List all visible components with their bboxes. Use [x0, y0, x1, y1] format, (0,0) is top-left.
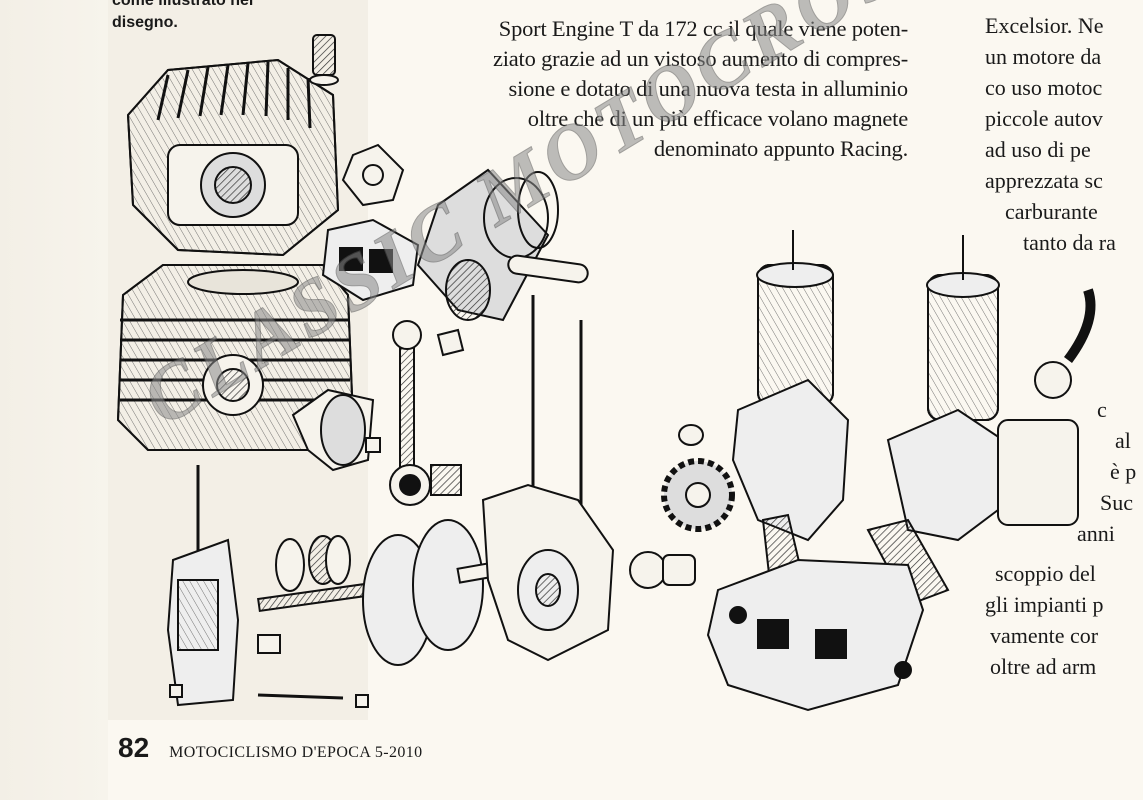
- carburettor-right: [866, 235, 1096, 607]
- right-column-line: vamente cor: [990, 623, 1099, 648]
- right-column-line: co uso motoc: [985, 75, 1103, 100]
- cylinder-barrel: [116, 264, 355, 451]
- right-column-line: un motore da: [985, 44, 1102, 69]
- carburettor-left: [731, 230, 850, 612]
- connecting-rod: [389, 320, 465, 506]
- intro-line-5: denominato appunto Racing.: [653, 136, 908, 161]
- right-column-line: Excelsior. Ne: [985, 13, 1104, 38]
- intro-line-1: Sport Engine T da 172 cc il quale viene …: [498, 16, 908, 41]
- spark-plug: [309, 34, 339, 86]
- magazine-title: MOTOCICLISMO D'EPOCA 5-2010: [169, 744, 423, 761]
- right-column-line: oltre ad arm: [990, 654, 1097, 679]
- crankshaft: [257, 519, 570, 666]
- right-column-line: gli impianti p: [985, 592, 1104, 617]
- piston-pin: [507, 254, 589, 284]
- dual-manifold-flange: [706, 558, 925, 712]
- piston: [416, 168, 559, 322]
- right-column-line: è p: [1110, 459, 1137, 484]
- right-column-line: al: [1115, 428, 1131, 453]
- right-column-line: ad uso di pe: [985, 137, 1091, 162]
- intake-funnel: [291, 388, 375, 472]
- intro-line-3: sione e dotato di una nuova testa in all…: [508, 76, 909, 101]
- intro-line-2: ziato grazie ad un vistoso aumento di co…: [492, 46, 908, 71]
- cylinder-head: [126, 58, 340, 257]
- main-bearings: [275, 535, 667, 592]
- cylinder-studs: [196, 295, 583, 700]
- right-column-line: Suc: [1100, 490, 1133, 515]
- gasket: [341, 143, 405, 207]
- right-column-line: c: [1097, 397, 1107, 422]
- right-column-text: Excelsior. Ne un motore da co uso motoc pic…: [985, 10, 1143, 710]
- intake-flange: [321, 218, 420, 302]
- small-nuts: [169, 437, 696, 708]
- page-number: 82: [118, 732, 150, 763]
- right-column-line: piccole autov: [985, 106, 1103, 131]
- engine-exploded-drawing: [116, 34, 1096, 712]
- figure-caption: come illustrato nel disegno.: [112, 0, 322, 34]
- right-column-line: tanto da ra: [1023, 230, 1116, 255]
- right-column-line: apprezzata sc: [985, 168, 1103, 193]
- caption-line-1: come illustrato nel: [112, 0, 254, 9]
- crankcase-right: [481, 483, 615, 662]
- page-footer: 82 MOTOCICLISMO D'EPOCA 5-2010: [118, 732, 423, 766]
- caption-line-2: disegno.: [112, 14, 178, 31]
- right-column-line: anni: [1077, 521, 1115, 546]
- intro-paragraph: Sport Engine T da 172 cc il quale viene …: [360, 14, 908, 164]
- sprocket: [661, 424, 735, 532]
- needle-bearing: [430, 464, 462, 496]
- right-column-line: carburante: [1005, 199, 1098, 224]
- left-page-edge: [0, 0, 108, 800]
- crankcase-left: [166, 538, 240, 707]
- right-column-line: scoppio del: [995, 561, 1096, 586]
- intro-line-4: oltre che di un più efficace volano magn…: [527, 106, 908, 131]
